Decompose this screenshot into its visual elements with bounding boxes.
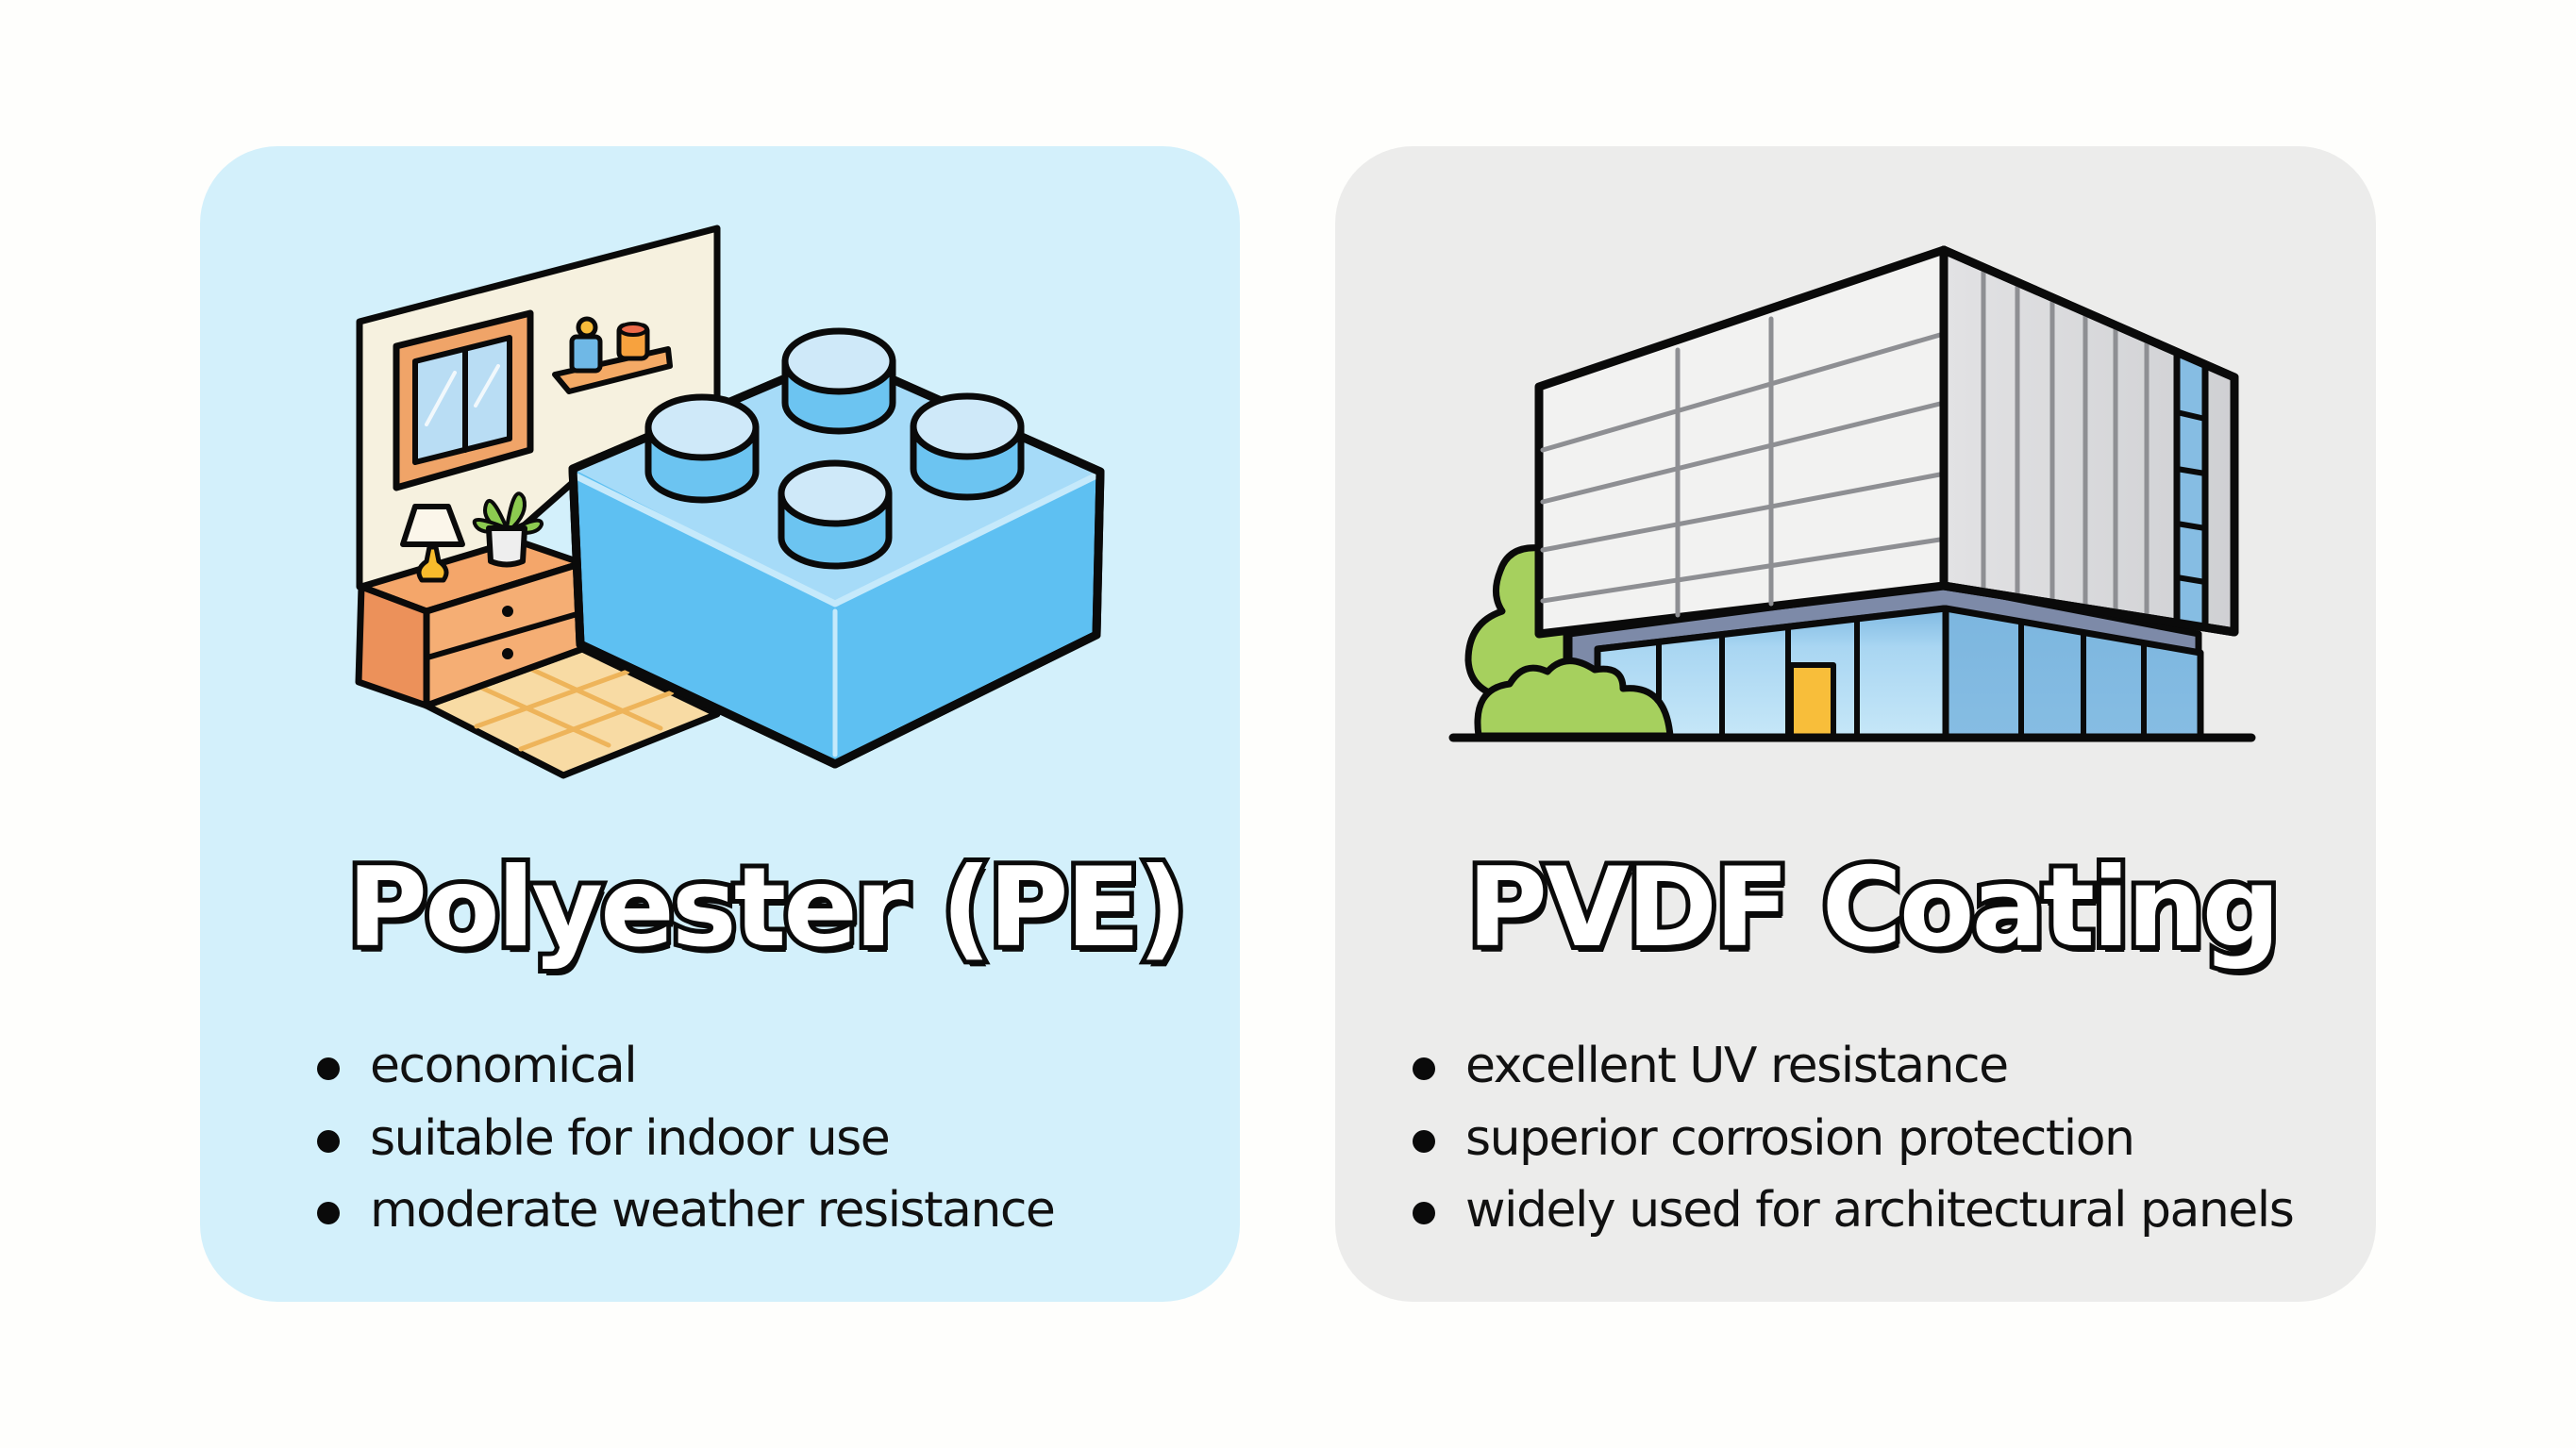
list-item: excellent UV resistance <box>1413 1030 2293 1103</box>
lego-brick <box>568 327 1105 769</box>
list-item-text: economical <box>370 1038 638 1094</box>
plant-icon <box>472 491 544 568</box>
bullet-icon <box>1413 1202 1435 1224</box>
lego-brick-in-room-icon <box>355 225 1105 779</box>
card-title-pvdf: PVDF Coating <box>1463 840 2285 976</box>
bullet-icon <box>317 1129 340 1153</box>
window-icon <box>393 309 534 491</box>
feature-list-polyester: economical suitable for indoor use moder… <box>317 1030 1056 1247</box>
list-item: moderate weather resistance <box>317 1174 1056 1247</box>
list-item-text: suitable for indoor use <box>370 1109 891 1167</box>
shelf-icon <box>552 316 673 394</box>
office-building-icon <box>1448 245 2256 742</box>
bullet-icon <box>1413 1057 1435 1080</box>
bullet-icon <box>1413 1129 1435 1153</box>
list-item-text: superior corrosion protection <box>1465 1109 2135 1167</box>
door-icon <box>1788 662 1836 741</box>
lamp-icon <box>400 504 465 583</box>
list-item-text: widely used for architectural panels <box>1465 1182 2295 1239</box>
stud <box>644 393 760 504</box>
dresser-icon <box>355 537 586 709</box>
list-item: suitable for indoor use <box>317 1103 1054 1175</box>
list-item-text: excellent UV resistance <box>1465 1038 2009 1094</box>
list-item: widely used for architectural panels <box>1413 1174 2295 1247</box>
card-title-polyester: Polyester (PE) <box>343 840 1193 976</box>
list-item-text: moderate weather resistance <box>370 1182 1056 1239</box>
stud <box>781 327 896 435</box>
bush-icon <box>1474 657 1674 740</box>
stud <box>778 459 893 570</box>
bullet-icon <box>317 1202 340 1224</box>
list-item: superior corrosion protection <box>1413 1103 2293 1175</box>
stud <box>910 392 1025 501</box>
bullet-icon <box>317 1057 340 1080</box>
feature-list-pvdf: excellent UV resistance superior corrosi… <box>1413 1030 2295 1247</box>
list-item: economical <box>317 1030 1054 1103</box>
